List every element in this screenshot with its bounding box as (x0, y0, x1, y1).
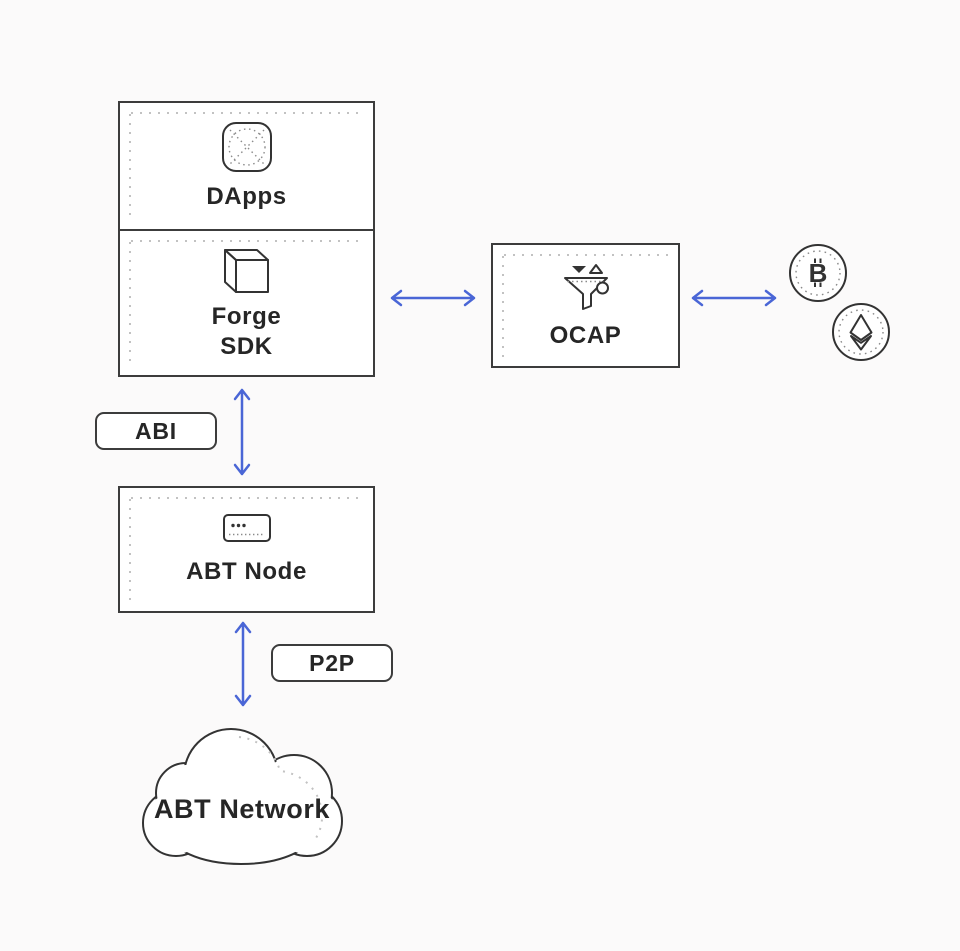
arrow-abt-node-to-network (234, 621, 252, 707)
forge-sdk-node: Forge SDK (118, 229, 375, 377)
abi-edge-label: ABI (95, 412, 217, 450)
dotted-inset-left (129, 499, 131, 602)
server-icon (222, 513, 271, 542)
abt-node-label: ABT Node (186, 557, 307, 585)
dotted-inset-left (129, 242, 131, 366)
dapps-label: DApps (206, 183, 287, 210)
dotted-inset-top (131, 497, 364, 499)
arrow-ocap-to-coins (691, 289, 777, 307)
dotted-inset-left (502, 256, 504, 357)
dotted-inset-top (131, 240, 364, 242)
forge-sdk-label: Forge SDK (211, 303, 282, 360)
abt-network-node: ABT Network (133, 720, 351, 868)
funnel-icon (563, 263, 609, 310)
ethereum-coin-icon (832, 303, 890, 361)
ocap-node: OCAP (491, 243, 680, 368)
dapps-node: DApps (118, 101, 375, 231)
dotted-inset-top (504, 254, 669, 256)
bitcoin-coin-icon: B (789, 244, 847, 302)
arrow-forge-to-ocap (390, 289, 476, 307)
cube-icon (223, 249, 269, 293)
app-grid-icon (221, 122, 272, 172)
arrow-forge-to-abt-node (233, 388, 251, 476)
dotted-inset-top (131, 112, 364, 114)
dotted-inset-left (129, 114, 131, 220)
p2p-edge-label: P2P (271, 644, 393, 682)
abt-node-node: ABT Node (118, 486, 375, 613)
ocap-label: OCAP (549, 321, 622, 349)
bitcoin-symbol: B (809, 258, 828, 288)
abt-network-label: ABT Network (153, 794, 331, 824)
cloud-shape (142, 728, 343, 865)
